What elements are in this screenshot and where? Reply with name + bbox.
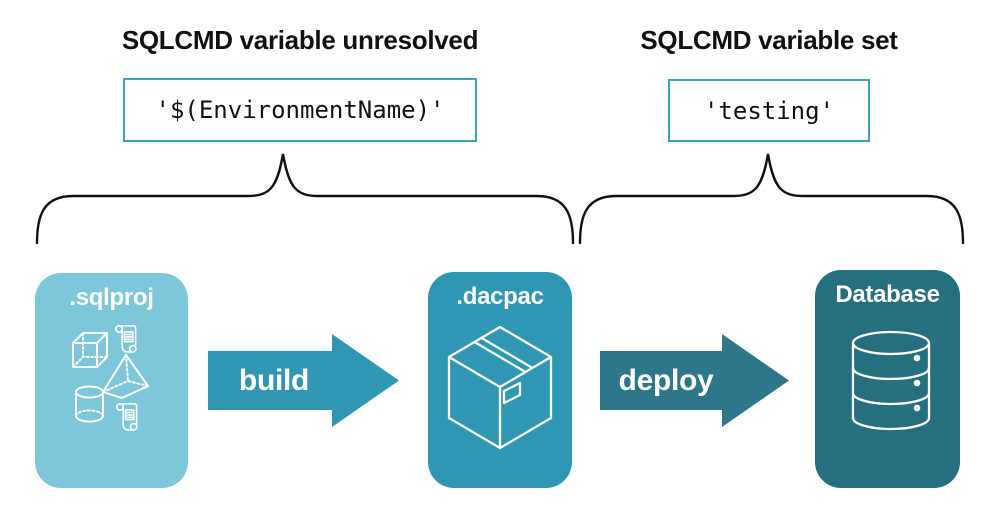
curly-brace-icon	[578, 153, 965, 245]
sqlproj-node: .sqlproj	[35, 273, 188, 488]
dacpac-node-label: .dacpac	[456, 283, 544, 310]
deploy-arrow-icon	[600, 334, 789, 427]
scroll-icon	[116, 402, 138, 431]
cylinder-icon	[75, 385, 104, 423]
scroll-icon	[115, 324, 137, 353]
package-box-icon	[447, 325, 553, 450]
deploy-arrow-label: deploy	[618, 364, 714, 397]
database-node-label: Database	[835, 281, 940, 308]
code-box-set: 'testing'	[668, 79, 870, 142]
database-node: Database	[815, 270, 960, 488]
curly-brace-icon	[35, 153, 575, 245]
code-box-unresolved: '$(EnvironmentName)'	[123, 78, 477, 142]
cube-icon	[72, 332, 108, 368]
code-value-set: 'testing'	[703, 96, 835, 125]
dacpac-node: .dacpac	[428, 272, 572, 488]
database-cylinder-icon	[851, 330, 931, 431]
heading-variable-unresolved: SQLCMD variable unresolved	[121, 25, 479, 55]
sqlproj-node-label: .sqlproj	[69, 284, 154, 311]
build-arrow-icon	[208, 334, 399, 427]
code-value-unresolved: '$(EnvironmentName)'	[155, 96, 445, 124]
heading-variable-set: SQLCMD variable set	[640, 25, 898, 55]
pyramid-icon	[102, 354, 149, 399]
build-arrow-label: build	[238, 364, 310, 397]
sql-objects-icon	[72, 324, 149, 431]
